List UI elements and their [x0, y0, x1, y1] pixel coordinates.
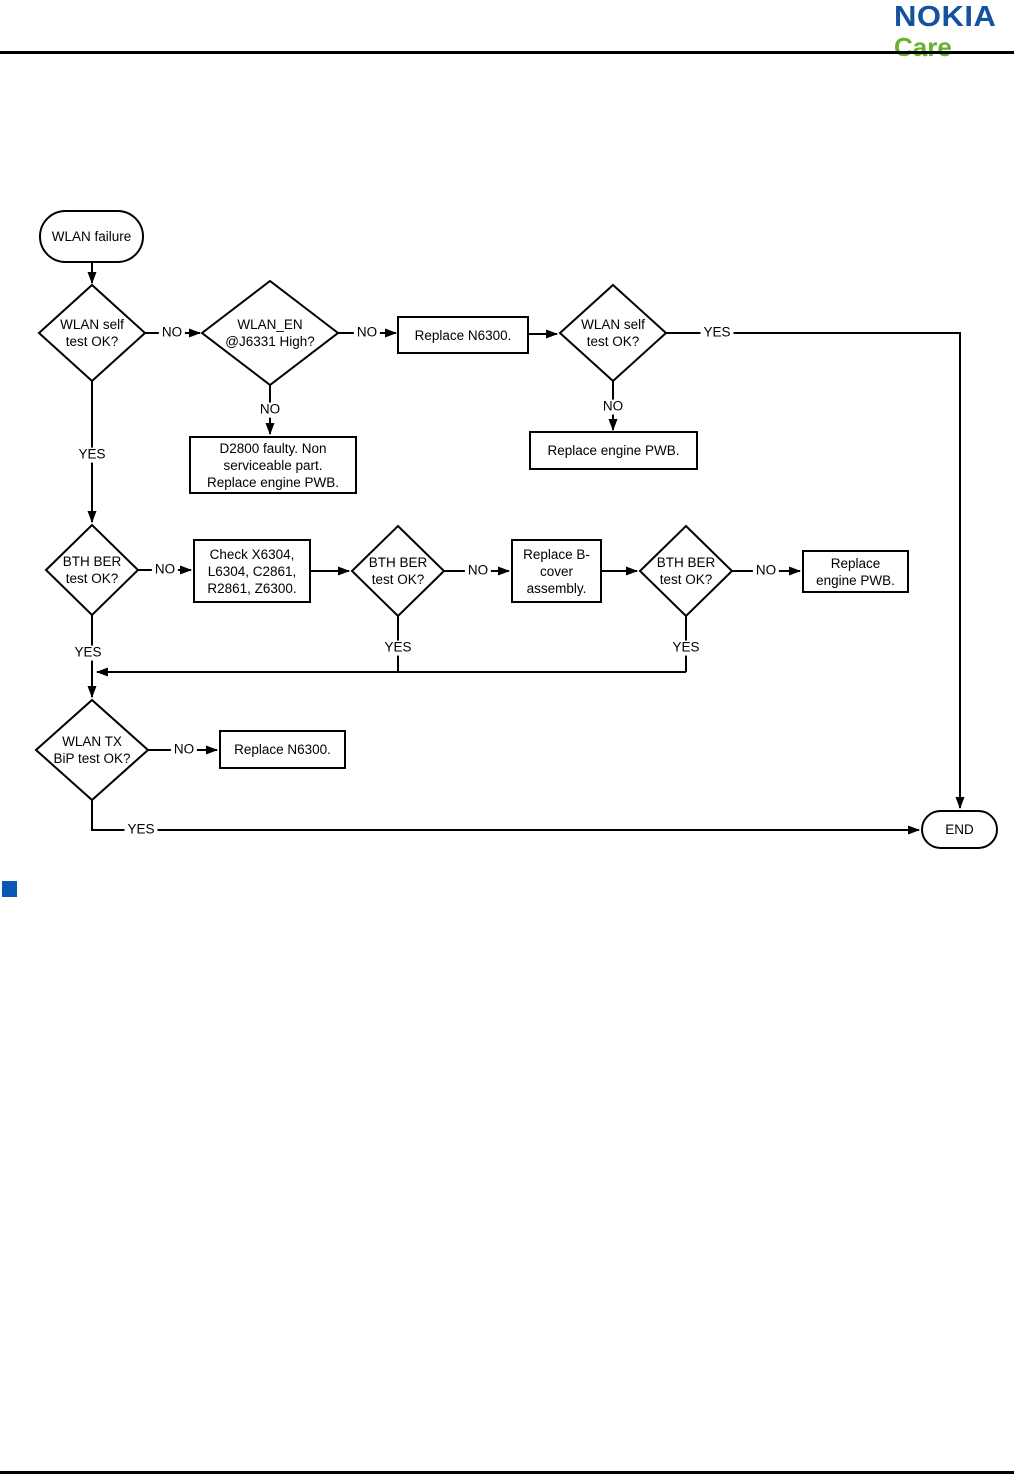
process-replace-engine-pwb-2-shape	[802, 550, 909, 593]
edge-label-no-wlanen-right: NO	[353, 325, 381, 341]
edge-label-yes-wlantx: YES	[124, 822, 158, 838]
edge-label-no-selftest1: NO	[158, 325, 186, 341]
edge-label-yes-selftest1: YES	[75, 447, 109, 463]
edge-label-no-wlanen-down: NO	[256, 402, 284, 418]
decision-wlan-tx-bip-label: WLAN TX BiP test OK?	[53, 734, 131, 766]
process-replace-engine-pwb-1-shape	[529, 431, 698, 470]
decision-bth-ber-3-label: BTH BER test OK?	[656, 555, 716, 587]
decision-wlan-en-label: WLAN_EN @J6331 High?	[225, 317, 315, 349]
process-d2800-faulty-label: D2800 faulty. Non serviceable part. Repl…	[206, 440, 340, 490]
decision-bth-ber-2-label: BTH BER test OK?	[368, 555, 428, 587]
process-replace-engine-pwb-1-label: Replace engine PWB.	[547, 443, 680, 458]
decision-bth-ber-2-shape	[350, 524, 446, 618]
decision-wlan-self-test-1-label: WLAN self test OK?	[60, 317, 124, 349]
process-replace-bcover-label: Replace B- cover assembly.	[523, 546, 590, 596]
edge-label-yes-bth2: YES	[381, 640, 415, 656]
edge-selftest2-yes-to-end	[666, 332, 965, 809]
edge-label-yes-selftest2: YES	[700, 325, 734, 341]
process-replace-n6300-2-shape	[219, 730, 346, 769]
edge-label-no-bth1: NO	[151, 562, 179, 578]
nokia-care-logo: NOKIA Care	[894, 2, 1014, 60]
edge-label-no-bth3: NO	[752, 563, 780, 579]
process-replace-engine-pwb-2-label: Replace engine PWB.	[816, 555, 895, 588]
edge-label-no-bth2: NO	[464, 563, 492, 579]
process-replace-n6300-1-label: Replace N6300.	[414, 327, 512, 343]
decision-bth-ber-1-shape	[44, 523, 140, 617]
process-check-components-label: Check X6304, L6304, C2861, R2861, Z6300.	[207, 546, 297, 596]
process-replace-n6300-2-label: Replace N6300.	[234, 742, 331, 757]
process-replace-n6300-1-shape	[397, 316, 529, 354]
process-d2800-faulty-shape	[189, 436, 357, 494]
footer-rule	[0, 1471, 1014, 1474]
end-terminator-shape	[921, 810, 998, 849]
end-terminator-label: END	[945, 822, 974, 837]
start-terminator-label: WLAN failure	[51, 229, 132, 244]
decision-wlan-self-test-2-label: WLAN self test OK?	[581, 317, 645, 349]
edge-label-yes-bth3: YES	[669, 640, 703, 656]
edge-label-no-wlantx: NO	[170, 742, 198, 758]
section-bullet-square	[2, 881, 17, 897]
decision-bth-ber-3-shape	[638, 524, 734, 618]
edge-label-yes-bth1: YES	[71, 645, 105, 661]
decision-wlan-self-test-1-shape	[37, 283, 147, 383]
decision-wlan-en-shape	[200, 279, 340, 387]
edge-wlantx-yes-to-end	[91, 800, 920, 835]
care-logo-text: Care	[894, 32, 952, 62]
start-terminator-shape	[39, 210, 144, 263]
decision-wlan-self-test-2-shape	[558, 283, 668, 383]
decision-bth-ber-1-label: BTH BER test OK?	[62, 554, 122, 586]
process-check-components-shape	[193, 539, 311, 603]
nokia-logo-text: NOKIA	[894, 0, 997, 33]
decision-wlan-tx-bip-shape	[34, 698, 150, 802]
process-replace-bcover-shape	[511, 539, 602, 603]
header-rule	[0, 51, 1014, 54]
edge-label-no-selftest2: NO	[599, 399, 627, 415]
